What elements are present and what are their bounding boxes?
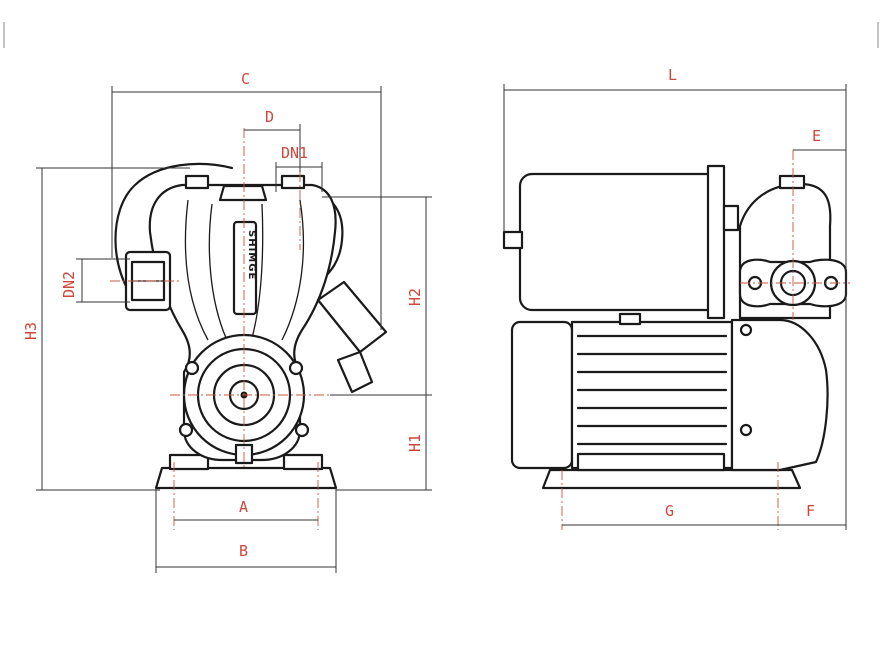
label-F: F — [806, 502, 815, 520]
front-foot-left — [168, 453, 210, 471]
front-top-bolt-left — [184, 174, 210, 190]
side-motor-endcap — [510, 320, 574, 470]
side-head-bolt-1 — [739, 323, 753, 337]
side-motor-body — [570, 320, 734, 470]
front-flange-bolt-1 — [184, 360, 200, 376]
label-DN1: DN1 — [281, 144, 308, 162]
label-D: D — [265, 108, 274, 126]
label-H2: H2 — [406, 288, 424, 306]
side-pressure-tank — [518, 172, 722, 312]
label-E: E — [812, 127, 821, 145]
front-top-bolt-right — [280, 174, 306, 190]
front-brand-plate — [232, 220, 258, 316]
front-view: SHIMGE C D — [22, 70, 432, 573]
side-motor-top-clip — [618, 312, 642, 326]
front-foot-right — [282, 453, 324, 471]
front-junction-box — [316, 280, 388, 354]
front-brand-text: SHIMGE — [246, 230, 257, 280]
label-H1: H1 — [406, 434, 424, 452]
side-motor-foot — [576, 452, 726, 472]
front-rib-3 — [251, 203, 264, 339]
label-B: B — [239, 542, 248, 560]
front-flange-bolt-4 — [294, 422, 310, 438]
label-A: A — [239, 498, 248, 516]
side-tank-bracket — [722, 204, 740, 232]
side-pump-head — [730, 318, 829, 472]
front-flange-bolt-2 — [288, 360, 304, 376]
front-base-plate — [154, 466, 338, 490]
label-G: G — [665, 502, 674, 520]
side-head-bolt-2 — [739, 423, 753, 437]
side-tank-valve — [502, 230, 524, 250]
side-tank-flange — [706, 164, 726, 320]
front-cable-gland — [336, 350, 374, 394]
side-base-plate — [541, 468, 802, 490]
label-L: L — [668, 66, 677, 84]
label-H3: H3 — [22, 322, 40, 340]
side-view: L E G F — [502, 66, 850, 530]
front-flange-bolt-3 — [178, 422, 194, 438]
front-rib-2 — [208, 203, 227, 339]
front-rear-housing — [114, 162, 234, 302]
front-rib-4 — [281, 199, 305, 341]
front-rib-1 — [184, 199, 209, 341]
front-top-flange — [218, 184, 268, 202]
side-pump-top-nut — [778, 174, 806, 190]
label-C: C — [241, 70, 250, 88]
label-DN2: DN2 — [60, 271, 78, 298]
